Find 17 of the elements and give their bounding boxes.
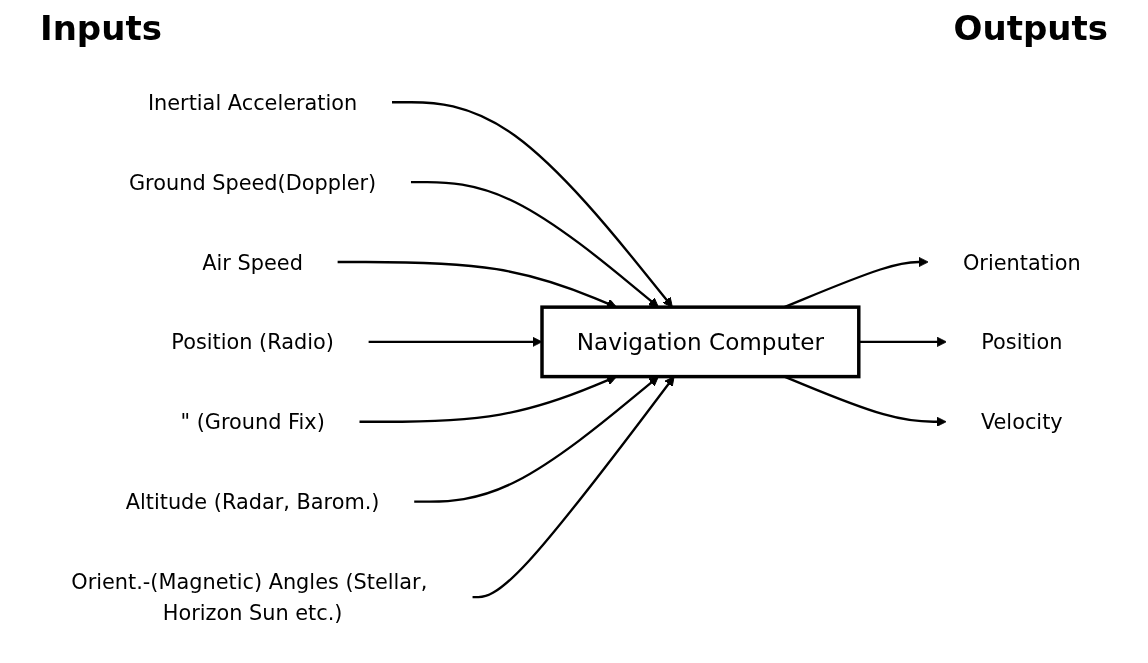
arrow [410, 180, 659, 308]
arrow [414, 376, 659, 503]
node-box: Navigation Computer [540, 305, 861, 379]
node-text: Ground Speed(Doppler) [128, 169, 377, 195]
node-text: Air Speed [202, 249, 303, 275]
column-heading: Inputs [40, 8, 162, 48]
arrow [392, 101, 673, 308]
node-text: Position [981, 329, 1063, 355]
column-heading: Outputs [953, 8, 1108, 48]
node-text: Velocity [980, 409, 1063, 434]
node-text: Position (Radio) [171, 329, 334, 355]
node-text: Inertial Acceleration [147, 90, 358, 115]
node-text: Orient.-(Magnetic) Angles (Stellar, Horizon Sun etc.) [71, 569, 428, 625]
node-text: Orientation [962, 249, 1081, 275]
arrow [472, 376, 675, 599]
node-text: " (Ground Fix) [180, 409, 325, 434]
node-text: Altitude (Radar, Barom.) [125, 489, 380, 514]
